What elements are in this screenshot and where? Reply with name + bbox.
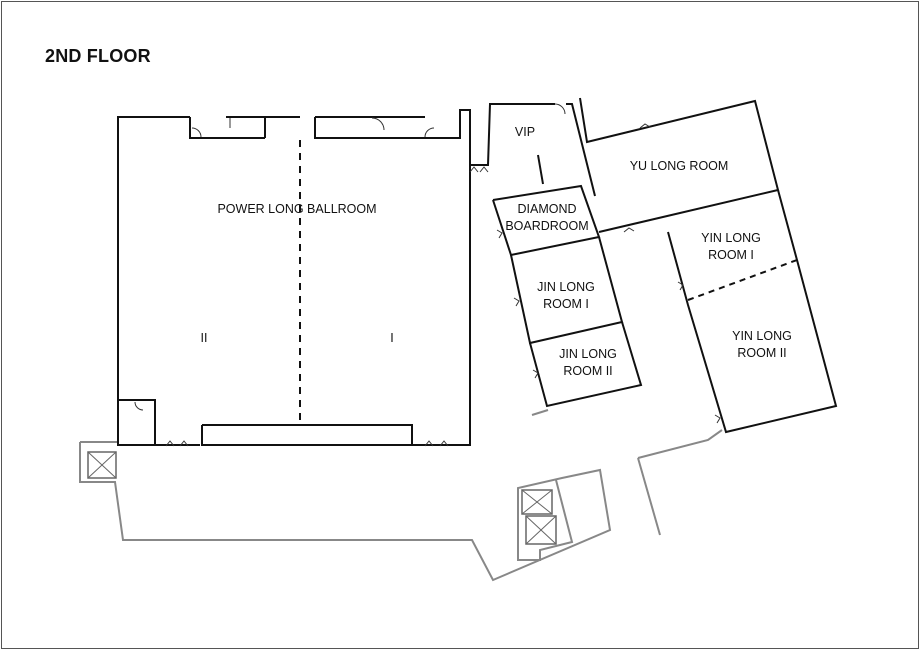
yin-long-1-label-line1: YIN LONG [701,231,761,245]
corridor-outline [79,409,723,582]
door-icon [134,117,489,447]
yin-long-2-label-line1: YIN LONG [732,329,792,343]
yu-long-label: YU LONG ROOM [630,159,729,173]
elevator-icon [87,451,117,479]
diamond-label-line1: DIAMOND [517,202,576,216]
elevator-icon [525,515,557,545]
yin-long-1-label-line2: ROOM I [708,248,754,262]
floor-title: 2ND FLOOR [45,46,151,66]
vip-walls [470,103,596,197]
jin-long-2-label-line1: JIN LONG [559,347,617,361]
ballroom-section-1-label: I [390,331,393,345]
ballroom-label: POWER LONG BALLROOM [217,202,376,216]
diamond-label-line2: BOARDROOM [505,219,588,233]
jin-long-block-walls [492,184,643,408]
jin-long-2-label-line2: ROOM II [563,364,612,378]
ballroom-section-2-label: II [201,331,208,345]
jin-long-1-label-line2: ROOM I [543,297,589,311]
ballroom-walls [117,109,471,446]
elevator-icon [521,489,553,515]
yu-yin-long-walls [579,97,838,434]
jin-long-1-label-line1: JIN LONG [537,280,595,294]
vip-label: VIP [515,125,535,139]
yin-long-2-label-line2: ROOM II [737,346,786,360]
